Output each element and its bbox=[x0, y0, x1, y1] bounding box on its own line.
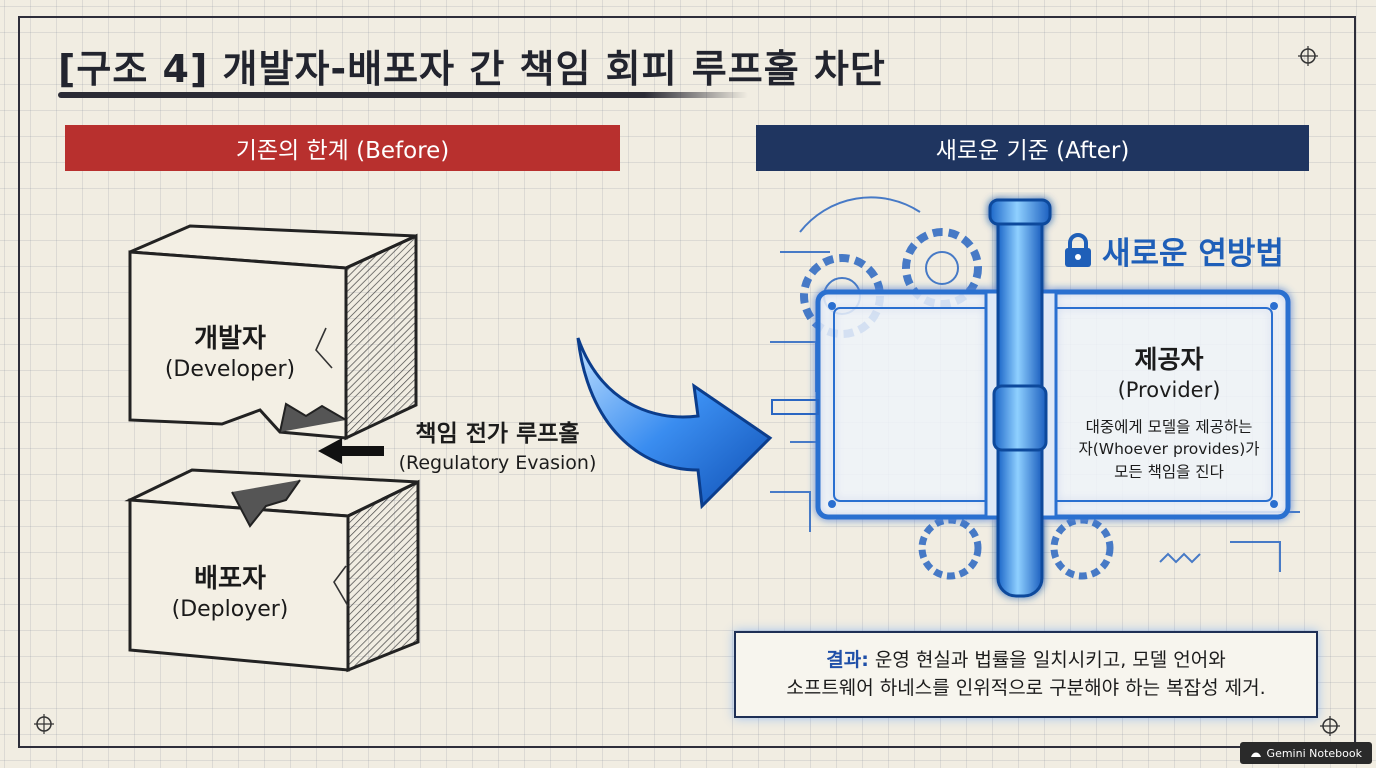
developer-label: 개발자 (Developer) bbox=[150, 318, 310, 382]
transition-arrow-icon bbox=[576, 337, 773, 510]
deployer-ko: 배포자 bbox=[194, 564, 266, 594]
result-line2: 소프트웨어 하네스를 인위적으로 구분해야 하는 복잡성 제거. bbox=[786, 676, 1266, 699]
compass-icon bbox=[34, 714, 54, 734]
deployer-en: (Deployer) bbox=[171, 597, 289, 622]
gear-icon bbox=[1050, 516, 1114, 580]
page-frame bbox=[18, 16, 1356, 748]
result-line1-text: 운영 현실과 법률을 일치시키고, 모델 언어와 bbox=[874, 648, 1226, 671]
before-header: 기존의 한계 (Before) bbox=[65, 125, 620, 171]
provider-en: (Provider) bbox=[1117, 378, 1221, 402]
gemini-notebook-badge[interactable]: Gemini Notebook bbox=[1239, 742, 1372, 764]
title-underline bbox=[58, 92, 748, 98]
compass-icon bbox=[1298, 46, 1318, 66]
developer-ko: 개발자 bbox=[194, 324, 266, 354]
after-header: 새로운 기준 (After) bbox=[756, 125, 1309, 171]
new-law-text: 새로운 연방법 bbox=[1102, 236, 1284, 272]
provider-machine-illustration bbox=[770, 196, 1300, 598]
developer-box bbox=[128, 224, 418, 441]
provider-description: 대중에게 모델을 제공하는 자(Whoever provides)가 모든 책임… bbox=[1064, 416, 1274, 483]
loophole-label: 책임 전가 루프홀 (Regulatory Evasion) bbox=[385, 414, 610, 474]
provider-desc-line1: 대중에게 모델을 제공하는 bbox=[1085, 418, 1253, 436]
result-lead: 결과: bbox=[826, 648, 869, 671]
compass-icon bbox=[1320, 716, 1340, 736]
cracked-boxes-illustration bbox=[124, 224, 420, 673]
loophole-en: (Regulatory Evasion) bbox=[398, 452, 597, 474]
page-title: [구조 4] 개발자-배포자 간 책임 회피 루프홀 차단 bbox=[58, 47, 886, 91]
badge-text: Gemini Notebook bbox=[1266, 746, 1362, 760]
result-box: 결과: 운영 현실과 법률을 일치시키고, 모델 언어와 소프트웨어 하네스를 … bbox=[734, 631, 1318, 718]
new-law-title: 새로운 연방법 bbox=[1062, 228, 1284, 273]
arrow-icon bbox=[318, 438, 384, 464]
result-line1: 결과: 운영 현실과 법률을 일치시키고, 모델 언어와 bbox=[826, 647, 1226, 675]
provider-label: 제공자 (Provider) 대중에게 모델을 제공하는 자(Whoever p… bbox=[1064, 340, 1274, 483]
provider-desc-line2: 자(Whoever provides)가 bbox=[1078, 440, 1260, 459]
notebook-icon bbox=[1250, 752, 1261, 757]
loophole-ko: 책임 전가 루프홀 bbox=[415, 421, 580, 447]
developer-en: (Developer) bbox=[164, 357, 296, 382]
gear-icon bbox=[918, 516, 982, 580]
deployer-label: 배포자 (Deployer) bbox=[150, 558, 310, 622]
provider-desc-line3: 모든 책임을 진다 bbox=[1114, 462, 1224, 481]
provider-ko: 제공자 bbox=[1134, 345, 1204, 374]
lock-icon bbox=[1065, 232, 1091, 267]
